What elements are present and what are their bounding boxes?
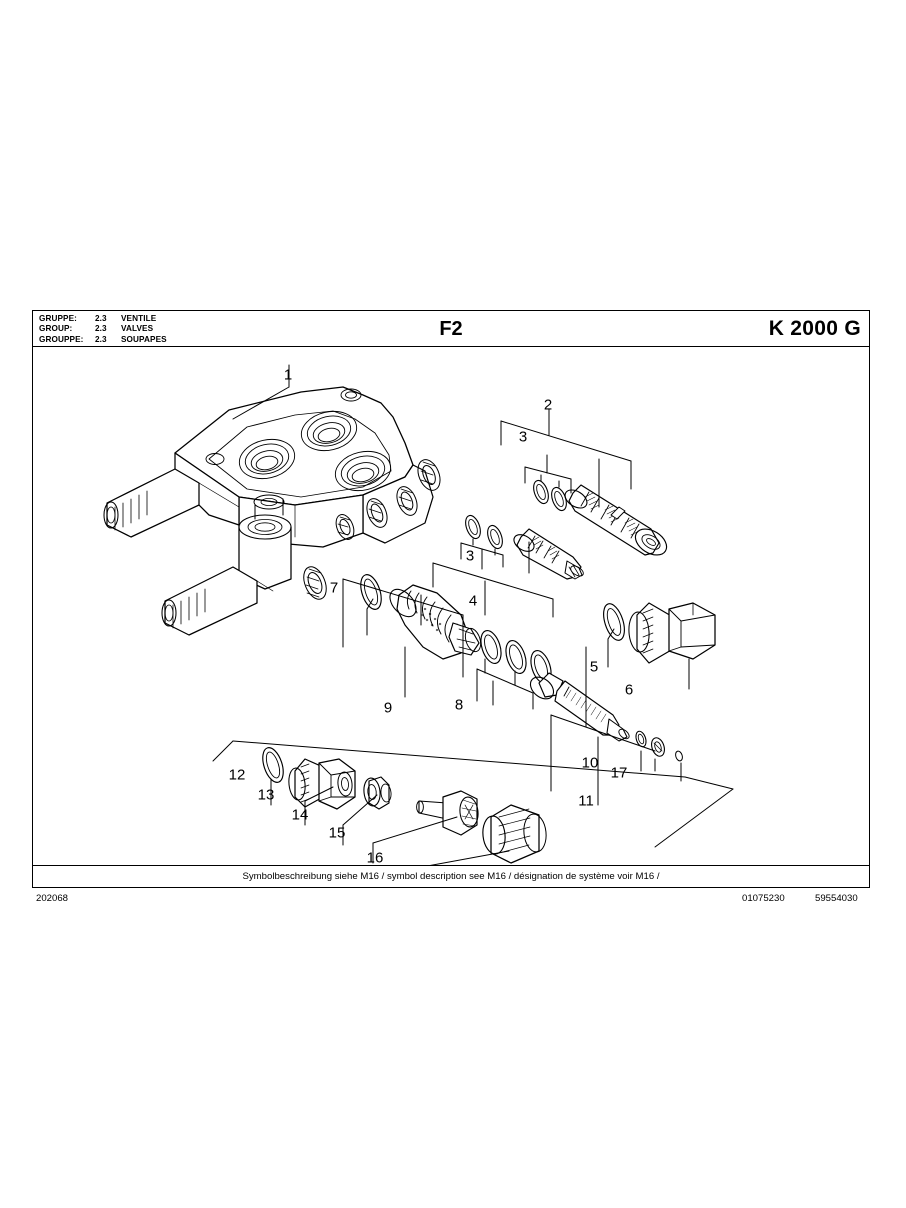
exploded-diagram xyxy=(33,347,868,866)
part-o-ring-small xyxy=(262,747,284,783)
group-row-label: GROUPPE: xyxy=(39,334,84,344)
drawing-number-right: 59554030 xyxy=(815,893,858,904)
part-ball xyxy=(675,750,683,762)
drawing-number-mid: 01075230 xyxy=(742,893,785,904)
group-row-number: 2.3 xyxy=(95,314,107,323)
group-row: GROUP: 2.3 VALVES xyxy=(39,324,167,334)
callout-spring-valve-assembly: 9 xyxy=(383,699,393,717)
callout-o-ring-small: 12 xyxy=(228,766,246,784)
callout-hex-plug: 6 xyxy=(624,681,634,699)
group-row-name: VENTILE xyxy=(121,314,157,323)
callout-o-ring-unloader: 7 xyxy=(329,579,339,597)
callout-o-ring-pair-upper: 3 xyxy=(518,428,528,446)
part-piston-rod xyxy=(529,672,630,742)
group-row: GROUPPE: 2.3 SOUPAPES xyxy=(39,335,167,345)
part-valve-cartridge-large xyxy=(564,484,668,556)
callout-threaded-hex-fitting: 13 xyxy=(257,786,275,804)
part-valve-cartridge-small xyxy=(513,528,584,580)
callout-washer: 14 xyxy=(291,806,309,824)
callout-adjusting-screw: 15 xyxy=(328,824,346,842)
group-row: GRUPPE: 2.3 VENTILE xyxy=(39,314,167,324)
part-adjusting-screw xyxy=(416,790,479,836)
callout-seal-washer-pair: 10 xyxy=(581,754,599,772)
callout-pump-valve-housing: 1 xyxy=(283,366,293,384)
group-row-number: 2.3 xyxy=(95,324,107,334)
part-backup-ring-set xyxy=(480,630,552,684)
part-washer xyxy=(363,776,392,810)
part-o-ring-pair-upper xyxy=(533,479,567,512)
part-hex-plug xyxy=(628,602,716,664)
group-row-number: 2.3 xyxy=(95,334,107,344)
part-o-ring-pair-lower xyxy=(465,514,503,550)
group-row-label: GRUPPE: xyxy=(39,314,78,323)
callout-piston-rod: 11 xyxy=(578,792,594,810)
callout-ball: 17 xyxy=(610,764,628,782)
model-name: K 2000 G xyxy=(768,317,861,340)
group-row-label: GROUP: xyxy=(39,324,73,334)
callout-o-ring-plug: 5 xyxy=(589,658,599,676)
callout-valve-cartridge-large: 2 xyxy=(543,396,553,414)
part-o-ring-plug xyxy=(603,603,625,641)
part-knurled-knob xyxy=(482,804,547,864)
part-threaded-hex-fitting xyxy=(288,758,356,810)
part-seal-washer-pair xyxy=(635,730,665,757)
callout-valve-cartridge-small: 4 xyxy=(468,592,478,610)
sheet-footer-note: Symbolbeschreibung siehe M16 / symbol de… xyxy=(33,865,869,887)
drawing-number-left: 202068 xyxy=(36,893,69,904)
note-text: Symbolbeschreibung siehe M16 / symbol de… xyxy=(242,871,660,882)
callout-backup-ring-set: 8 xyxy=(454,696,464,714)
callout-leaders xyxy=(212,364,734,866)
group-row-name: VALVES xyxy=(121,324,154,334)
part-o-ring-unloader xyxy=(360,574,382,610)
callout-o-ring-pair-lower: 3 xyxy=(465,547,475,565)
part-spring-valve-assembly xyxy=(389,584,482,660)
callout-knurled-knob: 16 xyxy=(366,849,384,867)
group-row-name: SOUPAPES xyxy=(121,334,167,344)
page-title: F2 xyxy=(439,318,463,340)
part-pump-valve-housing xyxy=(103,386,441,636)
